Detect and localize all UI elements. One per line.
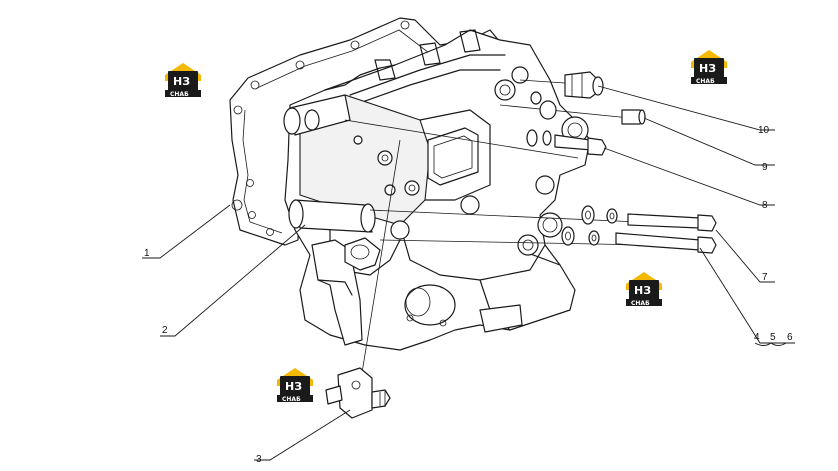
part-10-fitting [564,71,604,99]
callout-7: 7 [762,272,768,283]
logo-main-text: НЗ [699,62,716,75]
logo-sub-text: СНАБ [282,396,301,403]
lower-shaft [288,199,376,233]
callout-2: 2 [162,325,168,336]
callout-6: 6 [787,332,793,343]
cover-bolt-head [353,135,420,196]
callout-4: 4 [754,332,760,343]
watermark-logo: НЗ СНАБ [165,63,201,98]
part-8-bolt [526,91,607,156]
watermark-logo: НЗ СНАБ [626,272,662,307]
callout-9: 9 [762,162,768,173]
long-bolt-upper [627,213,717,232]
long-bolt-lower [615,232,717,254]
callout-10: 10 [758,125,770,136]
callout-3: 3 [256,454,262,465]
lower-bracket [311,237,381,346]
logo-main-text: НЗ [634,284,651,297]
logo-main-text: НЗ [173,75,190,88]
part-9-plug [621,109,646,125]
upper-shaft [283,94,351,136]
washers-lower-row [561,226,600,246]
logo-sub-text: СНАБ [631,300,650,307]
logo-sub-text: СНАБ [170,91,189,98]
watermark-logo: НЗ СНАБ [277,368,313,403]
logo-sub-text: СНАБ [696,78,715,85]
washers-upper-row [581,205,618,225]
watermark-logo: НЗ СНАБ [691,50,727,85]
part-3-switch [325,367,391,419]
callout-1: 1 [144,248,150,259]
callout-5: 5 [770,332,776,343]
logo-main-text: НЗ [285,380,302,393]
callout-8: 8 [762,200,768,211]
leader-lines [142,85,795,461]
